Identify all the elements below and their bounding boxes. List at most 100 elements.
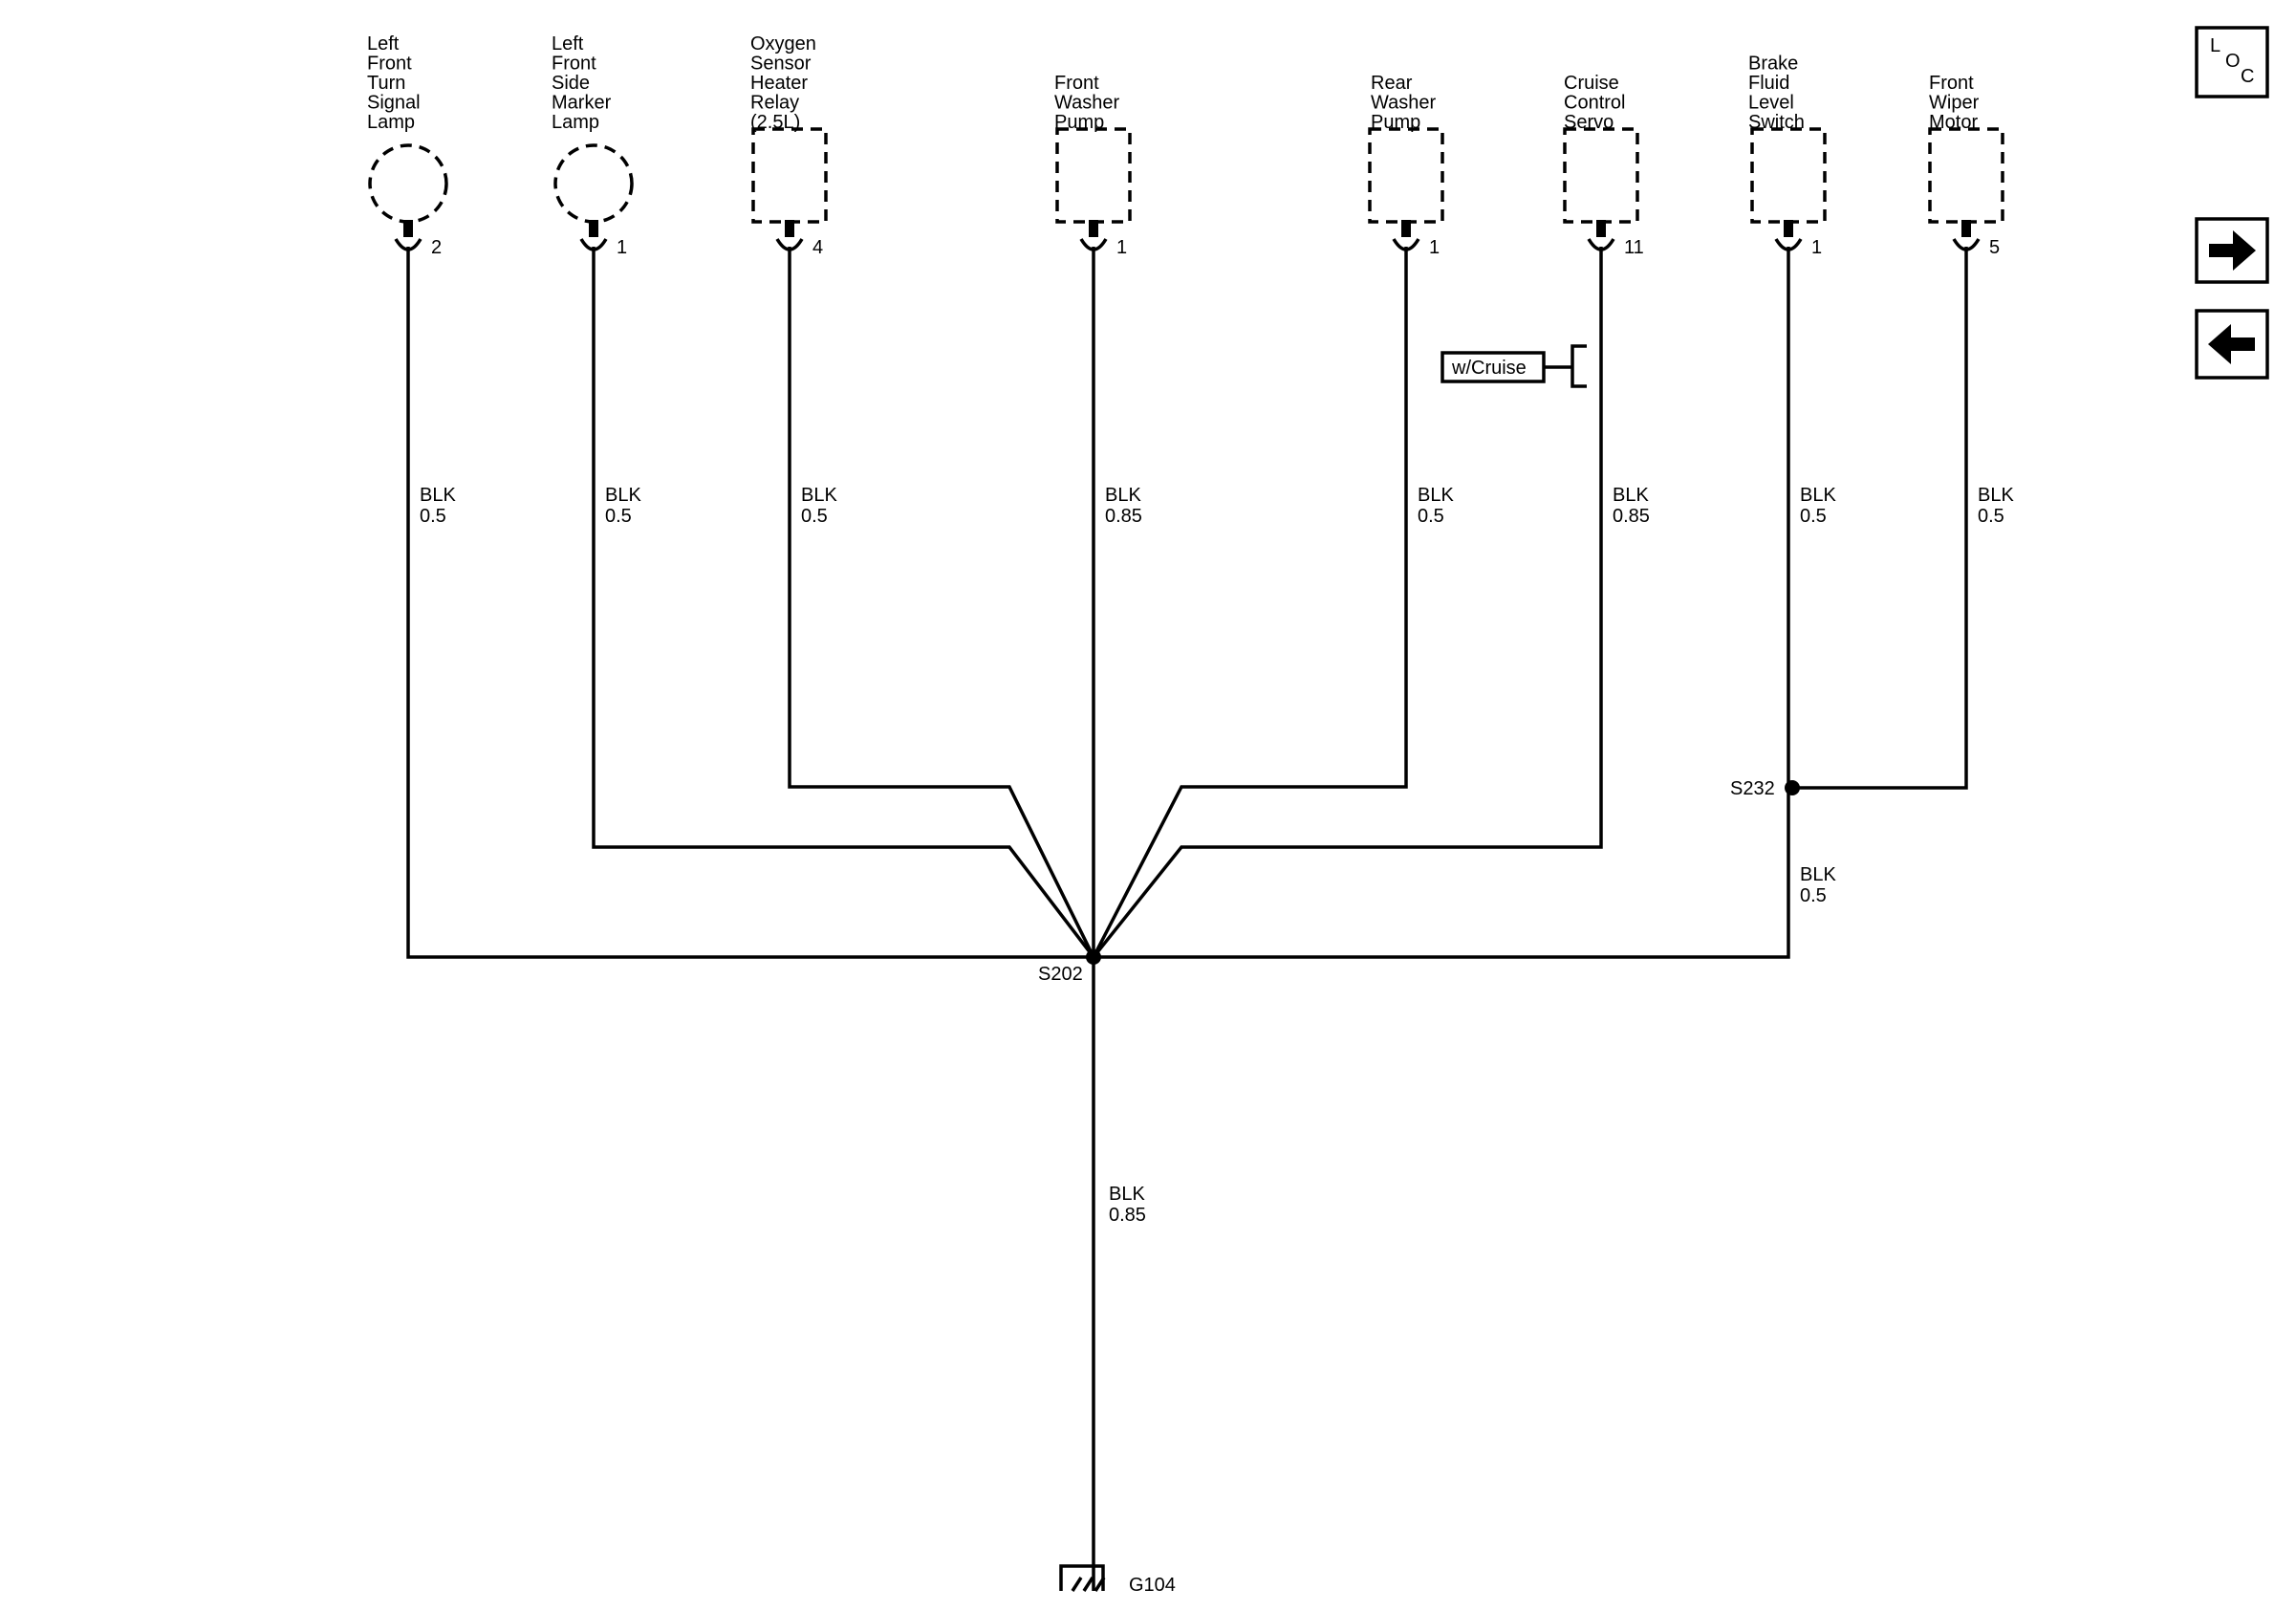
component-label-line: Relay (750, 93, 799, 114)
component-label-line: Left (552, 33, 584, 54)
connector-terminal (403, 220, 413, 237)
wire-color-label: BLK (801, 485, 837, 506)
component-label-line: Lamp (367, 112, 415, 133)
component-label-line: Fluid (1748, 73, 1789, 94)
wire-size-label: 0.5 (605, 506, 632, 527)
connector-terminal (1596, 220, 1606, 237)
wire-size-label: 0.5 (1978, 506, 2004, 527)
s232-wire-color: BLK (1800, 864, 1836, 885)
component-label-line: Washer (1371, 93, 1437, 114)
pin-number: 1 (617, 237, 627, 258)
component-label-line: Turn (367, 73, 405, 94)
splice-s202-label: S202 (1038, 964, 1083, 985)
component-label-line: Signal (367, 93, 421, 114)
ground-label: G104 (1129, 1575, 1176, 1596)
component-label-line: Left (367, 33, 400, 54)
component-label-line: Sensor (750, 54, 812, 75)
wire-size-label: 0.85 (1105, 506, 1142, 527)
component-body (1750, 127, 1827, 224)
component-body (553, 143, 634, 224)
option-tag-label: w/Cruise (1451, 358, 1527, 379)
component-label-line: Heater (750, 73, 808, 94)
wire-size-label: 0.85 (1613, 506, 1650, 527)
s232-wire-size: 0.5 (1800, 885, 1827, 906)
wire-size-label: 0.5 (801, 506, 828, 527)
wire-color-label: BLK (420, 485, 456, 506)
component-label-line: Front (1929, 73, 1974, 94)
component-label-line: Side (552, 73, 590, 94)
component-label-line: Oxygen (750, 33, 816, 54)
wire-rear-washer-pump (1092, 247, 1408, 958)
connector-terminal (785, 220, 794, 237)
wire-lf-turn-signal-lamp (406, 247, 1094, 959)
wire-size-label: 0.5 (420, 506, 446, 527)
component-label-line: Wiper (1929, 93, 1980, 114)
wire-oxygen-sensor-heater-relay (788, 247, 1095, 958)
component-body (1563, 127, 1639, 224)
wires: BLK0.5BLK0.5BLK0.5BLK0.85BLK0.5BLK0.85BL… (406, 247, 2014, 959)
component-label-line: Level (1748, 93, 1794, 114)
wire-cruise-control-servo (1092, 247, 1603, 959)
component-body (1928, 127, 2004, 224)
component-label-line: Brake (1748, 54, 1798, 75)
component-label-line: Washer (1054, 93, 1120, 114)
loc-letter-o: O (2225, 51, 2241, 72)
connector-terminal (1089, 220, 1098, 237)
component-label-line: Servo (1564, 112, 1614, 133)
component-label-line: Rear (1371, 73, 1413, 94)
pin-number: 4 (812, 237, 823, 258)
wire-color-label: BLK (1105, 485, 1141, 506)
wire-color-label: BLK (1418, 485, 1454, 506)
splice-s232-label: S232 (1730, 778, 1775, 799)
component-body (1055, 127, 1132, 224)
component-label-line: Marker (552, 93, 612, 114)
pin-number: 1 (1811, 237, 1822, 258)
component-body (368, 143, 448, 224)
arrow-left-icon (2208, 324, 2255, 364)
arrow-right-icon (2209, 230, 2256, 271)
component-body (751, 127, 828, 224)
component-label-line: Lamp (552, 112, 599, 133)
wire-front-wiper-motor (1792, 247, 1968, 790)
pin-number: 11 (1624, 237, 1644, 258)
ground-wire-size: 0.85 (1109, 1205, 1146, 1226)
component-label-line: Front (367, 54, 412, 75)
connector-terminal (589, 220, 598, 237)
loc-letter-c: C (2241, 66, 2254, 87)
ground-wire-color: BLK (1109, 1184, 1145, 1205)
wire-brake-fluid-level-switch (1094, 247, 1790, 959)
wire-size-label: 0.5 (1800, 506, 1827, 527)
connector-terminal (1784, 220, 1793, 237)
wire-color-label: BLK (1800, 485, 1836, 506)
wire-color-label: BLK (605, 485, 641, 506)
connector-terminal (1401, 220, 1411, 237)
pin-number: 2 (431, 237, 442, 258)
option-tag-w-cruise: w/Cruise (1440, 344, 1587, 388)
prev-page-button[interactable] (2195, 309, 2269, 380)
pin-number: 1 (1429, 237, 1440, 258)
wire-color-label: BLK (1613, 485, 1649, 506)
components: LeftFrontTurnSignalLamp2LeftFrontSideMar… (367, 33, 2004, 258)
component-body (1368, 127, 1444, 224)
component-label-line: Front (552, 54, 596, 75)
loc-letter-l: L (2210, 35, 2220, 56)
connector-terminal (1961, 220, 1971, 237)
pin-number: 5 (1989, 237, 2000, 258)
loc-button[interactable]: L O C (2195, 26, 2269, 98)
wire-size-label: 0.5 (1418, 506, 1444, 527)
pin-number: 1 (1116, 237, 1127, 258)
component-label-line: Cruise (1564, 73, 1619, 94)
next-page-button[interactable] (2195, 217, 2269, 284)
component-label-line: Control (1564, 93, 1625, 114)
wire-color-label: BLK (1978, 485, 2014, 506)
